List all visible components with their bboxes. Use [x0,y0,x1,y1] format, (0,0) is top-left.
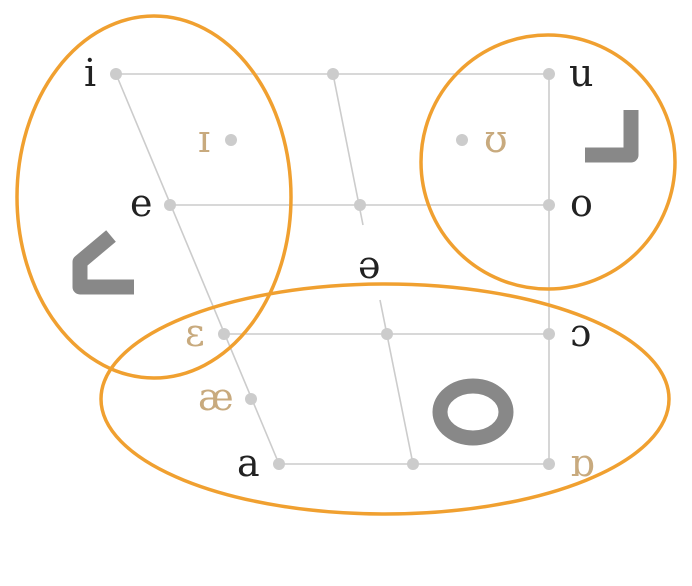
vowel-small-i: ɪ [198,117,210,161]
vowel-nodes [110,68,555,470]
node-open-o [543,328,555,340]
vowel-labels: i u ɪ ʊ e o ə ɛ ɔ æ a ɒ [84,51,594,485]
vowel-i: i [84,51,96,95]
node-turned-a [543,458,555,470]
back-shape-icon [585,110,639,163]
open-shape-icon [432,378,514,446]
node-e [164,199,176,211]
vowel-open-o: ɔ [570,311,591,355]
node-u [543,68,555,80]
vowel-a: a [237,441,260,485]
node-open-e [218,328,230,340]
region-front [15,14,293,380]
node-small-i [225,134,237,146]
region-back [419,33,677,291]
node-o [543,199,555,211]
vowel-regions [15,14,677,516]
node-a [273,458,285,470]
node-central-open [407,458,419,470]
node-central-open-mid [381,328,393,340]
node-i [110,68,122,80]
node-ae [245,393,257,405]
vowel-ae: æ [198,375,234,419]
vowel-small-u: ʊ [484,117,508,161]
grid-line-central-lower [379,299,414,465]
vowel-schwa: ə [358,243,381,287]
region-open [99,282,671,516]
node-central-close [327,68,339,80]
vowel-open-e: ɛ [185,311,205,355]
vowel-o: o [570,181,593,225]
node-small-u [456,134,468,146]
node-central-close-mid [354,199,366,211]
vowel-e: e [130,181,153,225]
region-glyphs [72,110,639,446]
vowel-u: u [569,51,593,95]
front-shape-icon [72,230,134,295]
